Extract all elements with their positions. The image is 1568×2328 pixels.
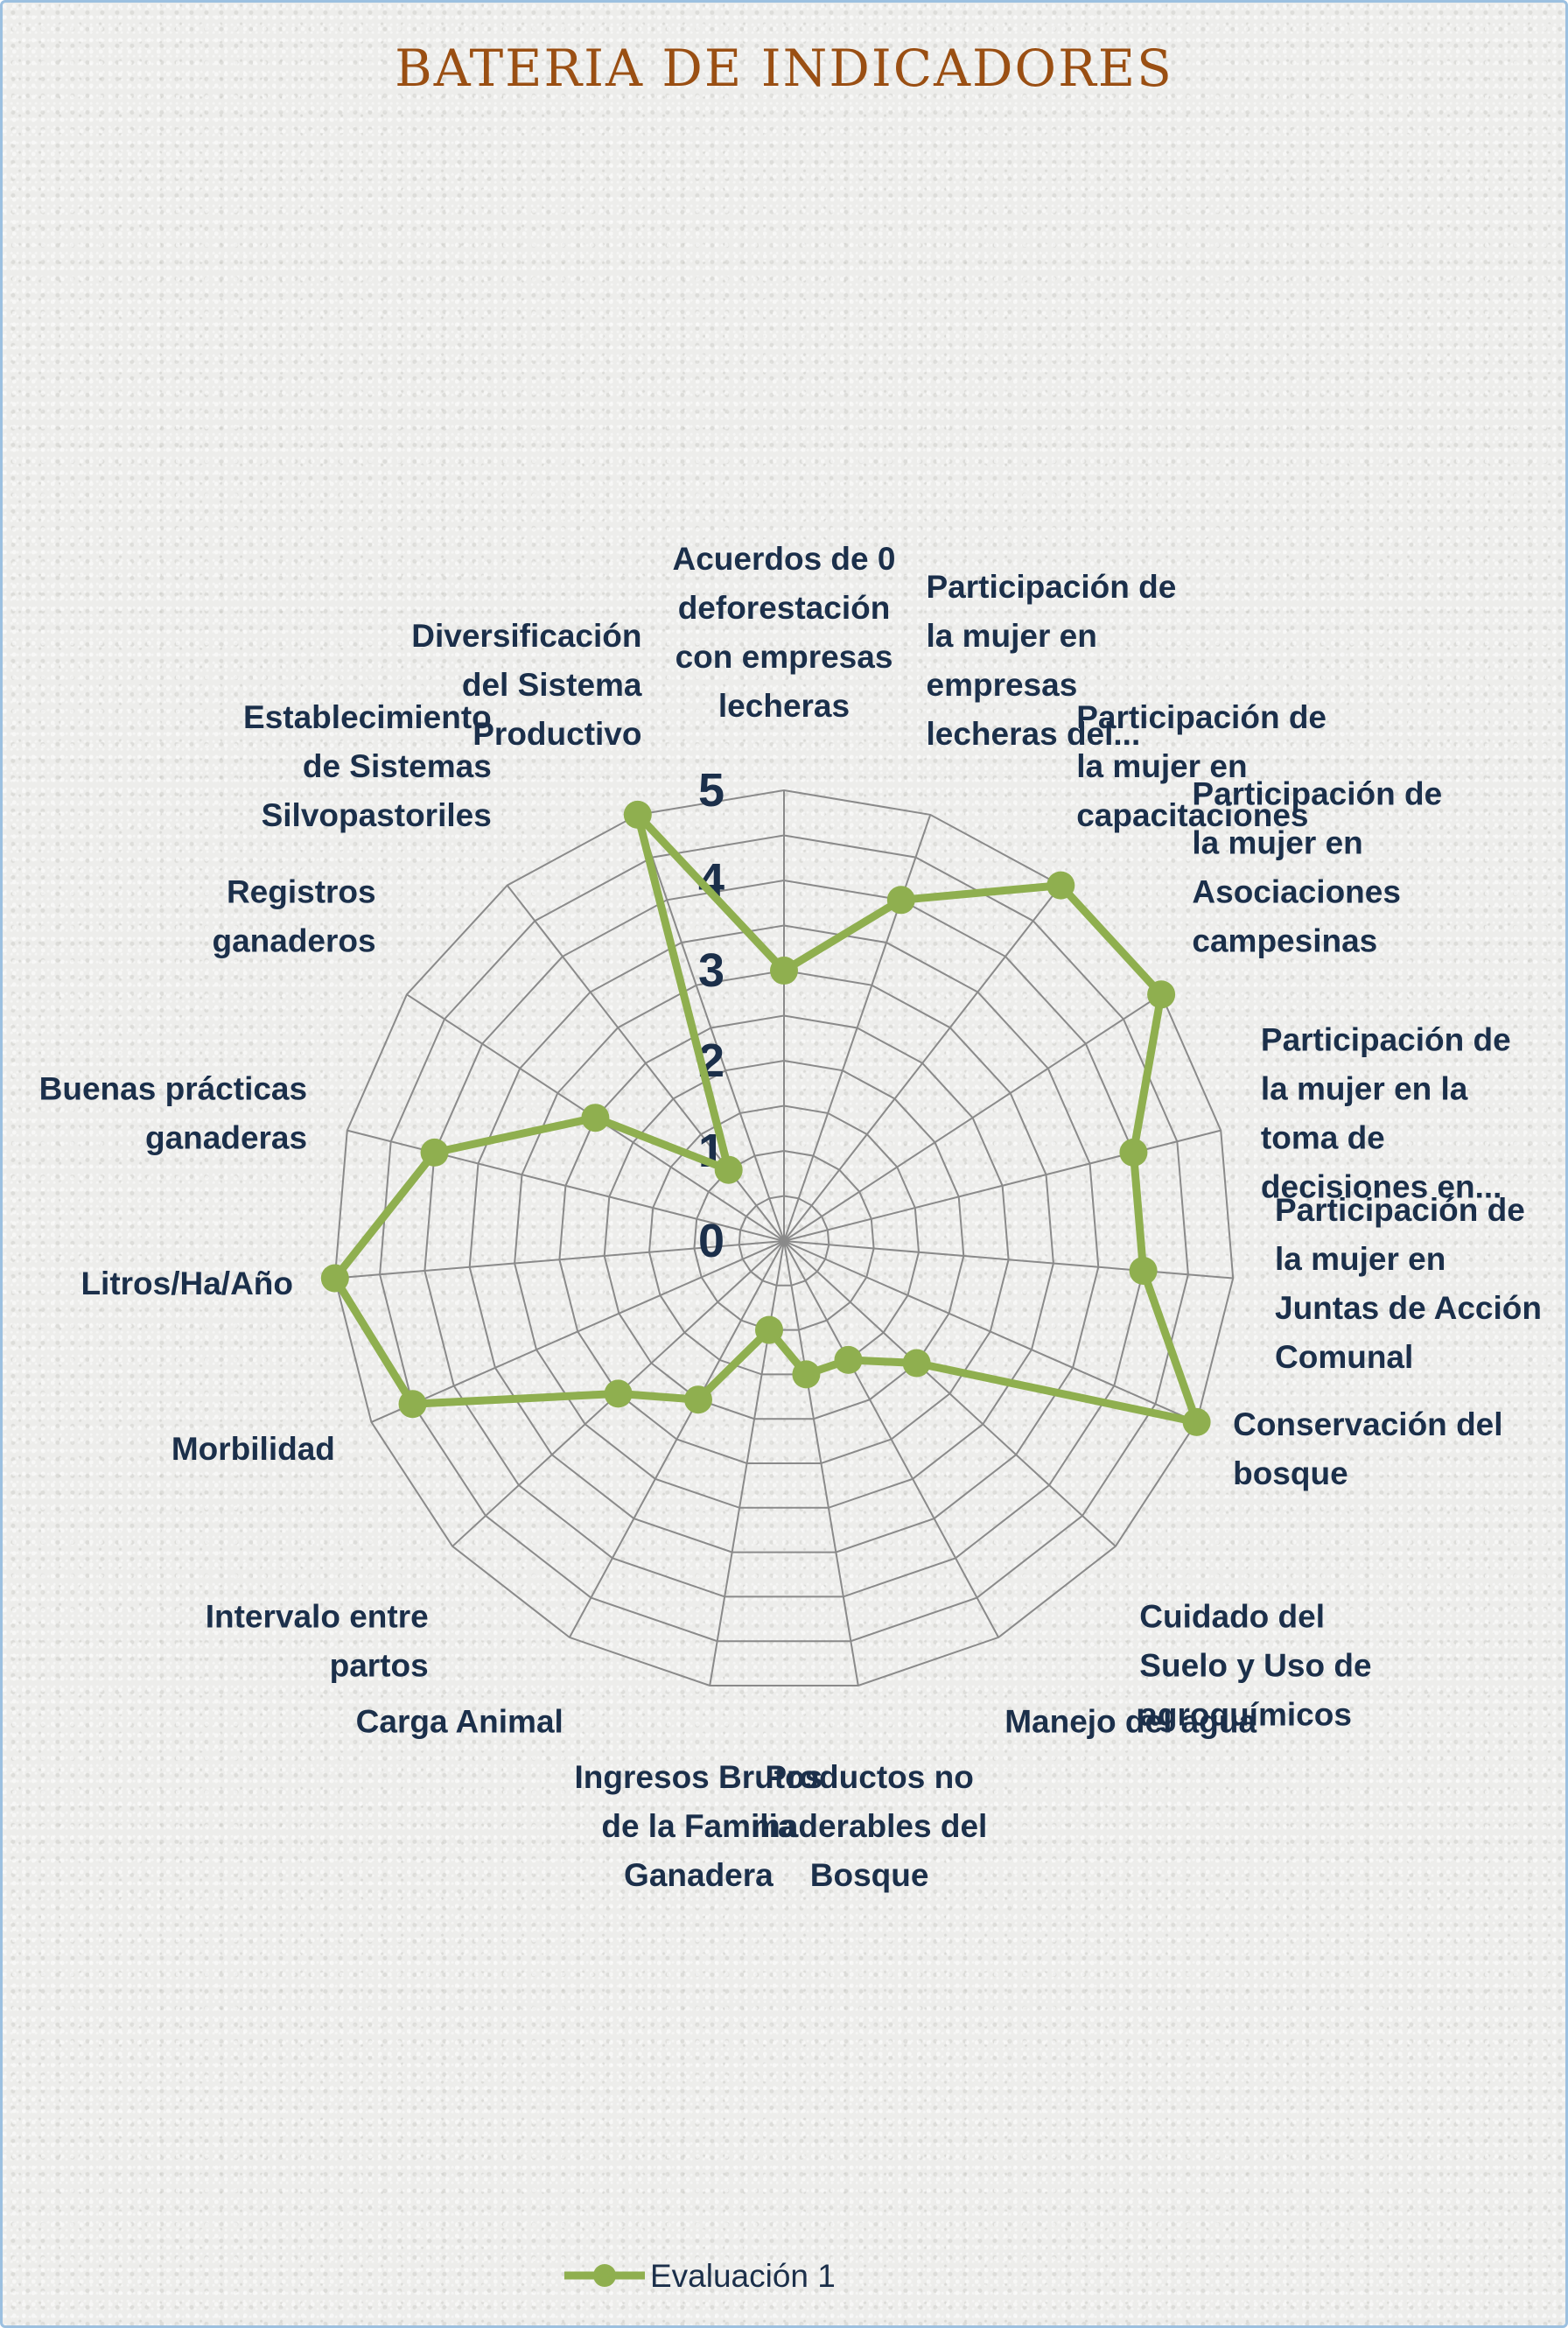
data-point — [1147, 980, 1176, 1009]
grid-spoke — [783, 1240, 1198, 1423]
data-point — [420, 1138, 449, 1167]
grid-spoke — [783, 993, 1162, 1242]
data-point — [320, 1264, 349, 1293]
data-point — [398, 1390, 427, 1419]
data-point — [886, 886, 915, 915]
grid-spoke — [346, 1129, 785, 1242]
data-point — [604, 1379, 633, 1408]
grid-ring — [514, 969, 1054, 1509]
radar-grid — [333, 789, 1235, 1686]
grid-ring — [603, 1059, 965, 1420]
chart-title: BATERIA DE INDICADORES — [395, 39, 1173, 98]
grid-ring — [333, 789, 1235, 1686]
data-point — [792, 1360, 821, 1389]
series-evaluacion-1 — [320, 800, 1211, 1436]
data-point — [755, 1315, 783, 1344]
data-point — [684, 1385, 712, 1414]
grid-spoke — [636, 814, 785, 1242]
grid-ring — [468, 924, 1100, 1553]
category-label: Carga Animal — [356, 1704, 564, 1740]
data-point — [1182, 1407, 1211, 1436]
radial-tick-label: 5 — [698, 764, 724, 817]
grid-ring — [648, 1104, 920, 1376]
legend: Evaluación 1 — [564, 2258, 836, 2294]
grid-spoke — [506, 884, 785, 1242]
grid-spoke — [783, 1240, 999, 1638]
series-line — [331, 810, 1201, 1427]
grid-spoke — [783, 1129, 1222, 1242]
radial-tick-label: 3 — [698, 944, 724, 997]
grid-ring — [738, 1195, 830, 1287]
grid-spoke — [783, 814, 932, 1242]
category-label: Litros/Ha/Año — [80, 1266, 293, 1301]
data-point — [581, 1104, 610, 1132]
grid-spoke — [783, 1240, 1116, 1547]
grid-spoke — [334, 1240, 785, 1280]
legend-marker — [593, 2264, 616, 2287]
data-point — [834, 1345, 863, 1374]
grid-ring — [424, 879, 1144, 1598]
grid-spoke — [709, 1240, 785, 1686]
grid-spoke — [783, 1240, 1234, 1280]
data-point — [902, 1349, 931, 1378]
data-point — [714, 1155, 743, 1184]
radial-tick-label: 0 — [698, 1215, 724, 1267]
data-point — [1046, 871, 1075, 900]
grid-spoke — [783, 1240, 859, 1686]
grid-spoke — [370, 1240, 785, 1423]
category-label: Morbilidad — [172, 1431, 335, 1467]
data-point — [1119, 1138, 1148, 1167]
data-point — [1129, 1257, 1158, 1285]
grid-spoke — [783, 884, 1062, 1242]
grid-spoke — [569, 1240, 785, 1638]
grid-ring — [693, 1149, 875, 1331]
grid-ring — [379, 834, 1189, 1643]
legend-label: Evaluación 1 — [650, 2258, 836, 2294]
data-point — [770, 957, 798, 985]
data-point — [623, 800, 652, 829]
category-label: Manejo del agua — [1004, 1704, 1256, 1740]
